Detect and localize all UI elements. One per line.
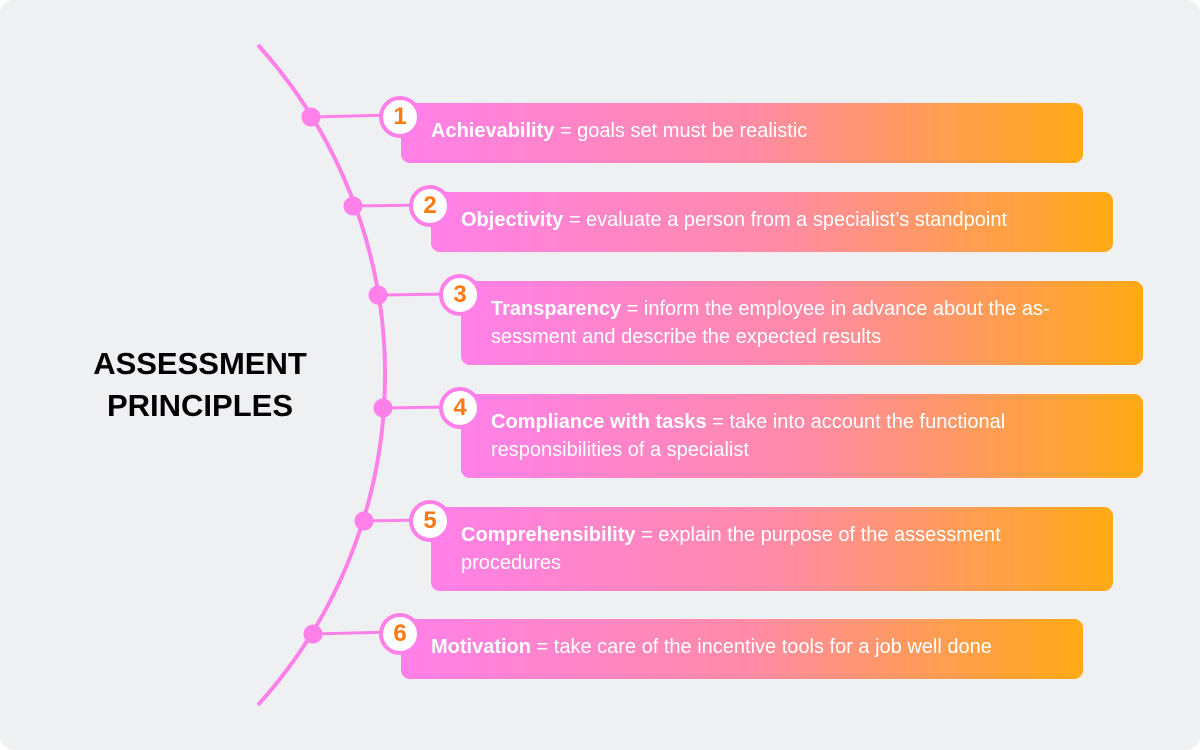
principle-box-4: Compliance with tasks = take into accoun… [461,394,1143,478]
number-badge-5: 5 [409,500,451,542]
principle-name: Comprehensibility [461,524,636,546]
number-badge-4: 4 [439,387,481,429]
number-badge-6: 6 [379,613,421,655]
principle-name: Compliance with tasks [491,411,707,433]
principle-name: Transparency [491,298,622,320]
title-line-1: ASSESSMENT [93,346,307,381]
principle-desc: = explain the purpose of the assessment … [461,524,1001,574]
principle-name: Motivation [431,636,531,658]
number-badge-3: 3 [439,274,481,316]
number-badge-2: 2 [409,185,451,227]
principle-box-3: Transparency = inform the employee in ad… [461,281,1143,365]
diagram-title: ASSESSMENT PRINCIPLES [60,343,340,427]
principle-name: Objectivity [461,209,564,231]
principle-box-2: Objectivity = evaluate a person from a s… [431,192,1113,252]
principle-box-1: Achievability = goals set must be realis… [401,103,1083,163]
principle-desc: = take into account the functional respo… [491,411,1006,461]
principle-desc: = inform the employee in advance about t… [491,298,1050,348]
number-badge-1: 1 [379,96,421,138]
principle-desc: = take care of the incentive tools for a… [531,636,992,658]
principle-name: Achievability [431,120,555,142]
principle-box-6: Motivation = take care of the incentive … [401,619,1083,679]
title-line-2: PRINCIPLES [106,388,294,423]
principle-desc: = evaluate a person from a specialist’s … [563,209,1008,231]
principle-desc: = goals set must be realistic [554,120,808,142]
principle-box-5: Comprehensibility = explain the purpose … [431,507,1113,591]
